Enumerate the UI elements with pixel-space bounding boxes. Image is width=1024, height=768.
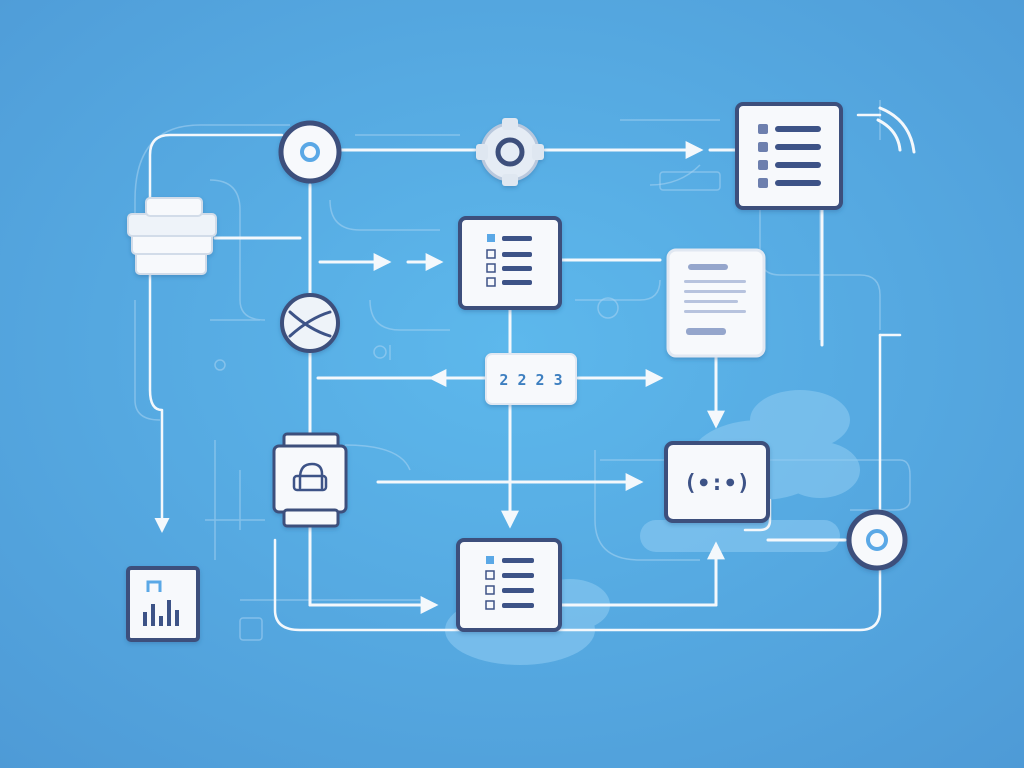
circle-node-icon (300, 142, 320, 162)
wifi-signal-icon (876, 106, 916, 154)
database-stack-node[interactable] (127, 197, 217, 275)
checklist-node-bottom[interactable] (456, 538, 562, 632)
document-list-node-top[interactable] (735, 102, 843, 210)
circle-node[interactable] (278, 120, 342, 184)
gear-hub-icon (476, 118, 544, 186)
target-node-icon (866, 529, 888, 551)
cross-node-icon (288, 310, 332, 338)
bar-chart-icon (143, 580, 179, 626)
checklist-icon (758, 124, 821, 188)
background-circuit-dots (214, 171, 721, 641)
bar-chart-node[interactable] (126, 566, 200, 642)
database-stack-icon (127, 197, 217, 275)
cross-node[interactable] (280, 293, 340, 353)
badge-node[interactable]: 2 2 2 3 (485, 353, 577, 405)
connectors (213, 141, 847, 614)
document-icon (684, 264, 746, 335)
code-node[interactable]: (∙:∙) (664, 441, 770, 523)
gear-hub-node[interactable] (476, 118, 544, 186)
lock-node[interactable] (272, 432, 348, 528)
document-node[interactable] (666, 248, 766, 358)
checklist-icon (486, 234, 532, 287)
target-node[interactable] (846, 509, 908, 571)
checklist-icon (485, 556, 534, 610)
lock-node-icon (292, 462, 328, 492)
badge-label: 2 2 2 3 (499, 371, 562, 389)
code-braces-icon: (∙:∙) (684, 471, 750, 496)
checklist-node-middle[interactable] (458, 216, 562, 310)
